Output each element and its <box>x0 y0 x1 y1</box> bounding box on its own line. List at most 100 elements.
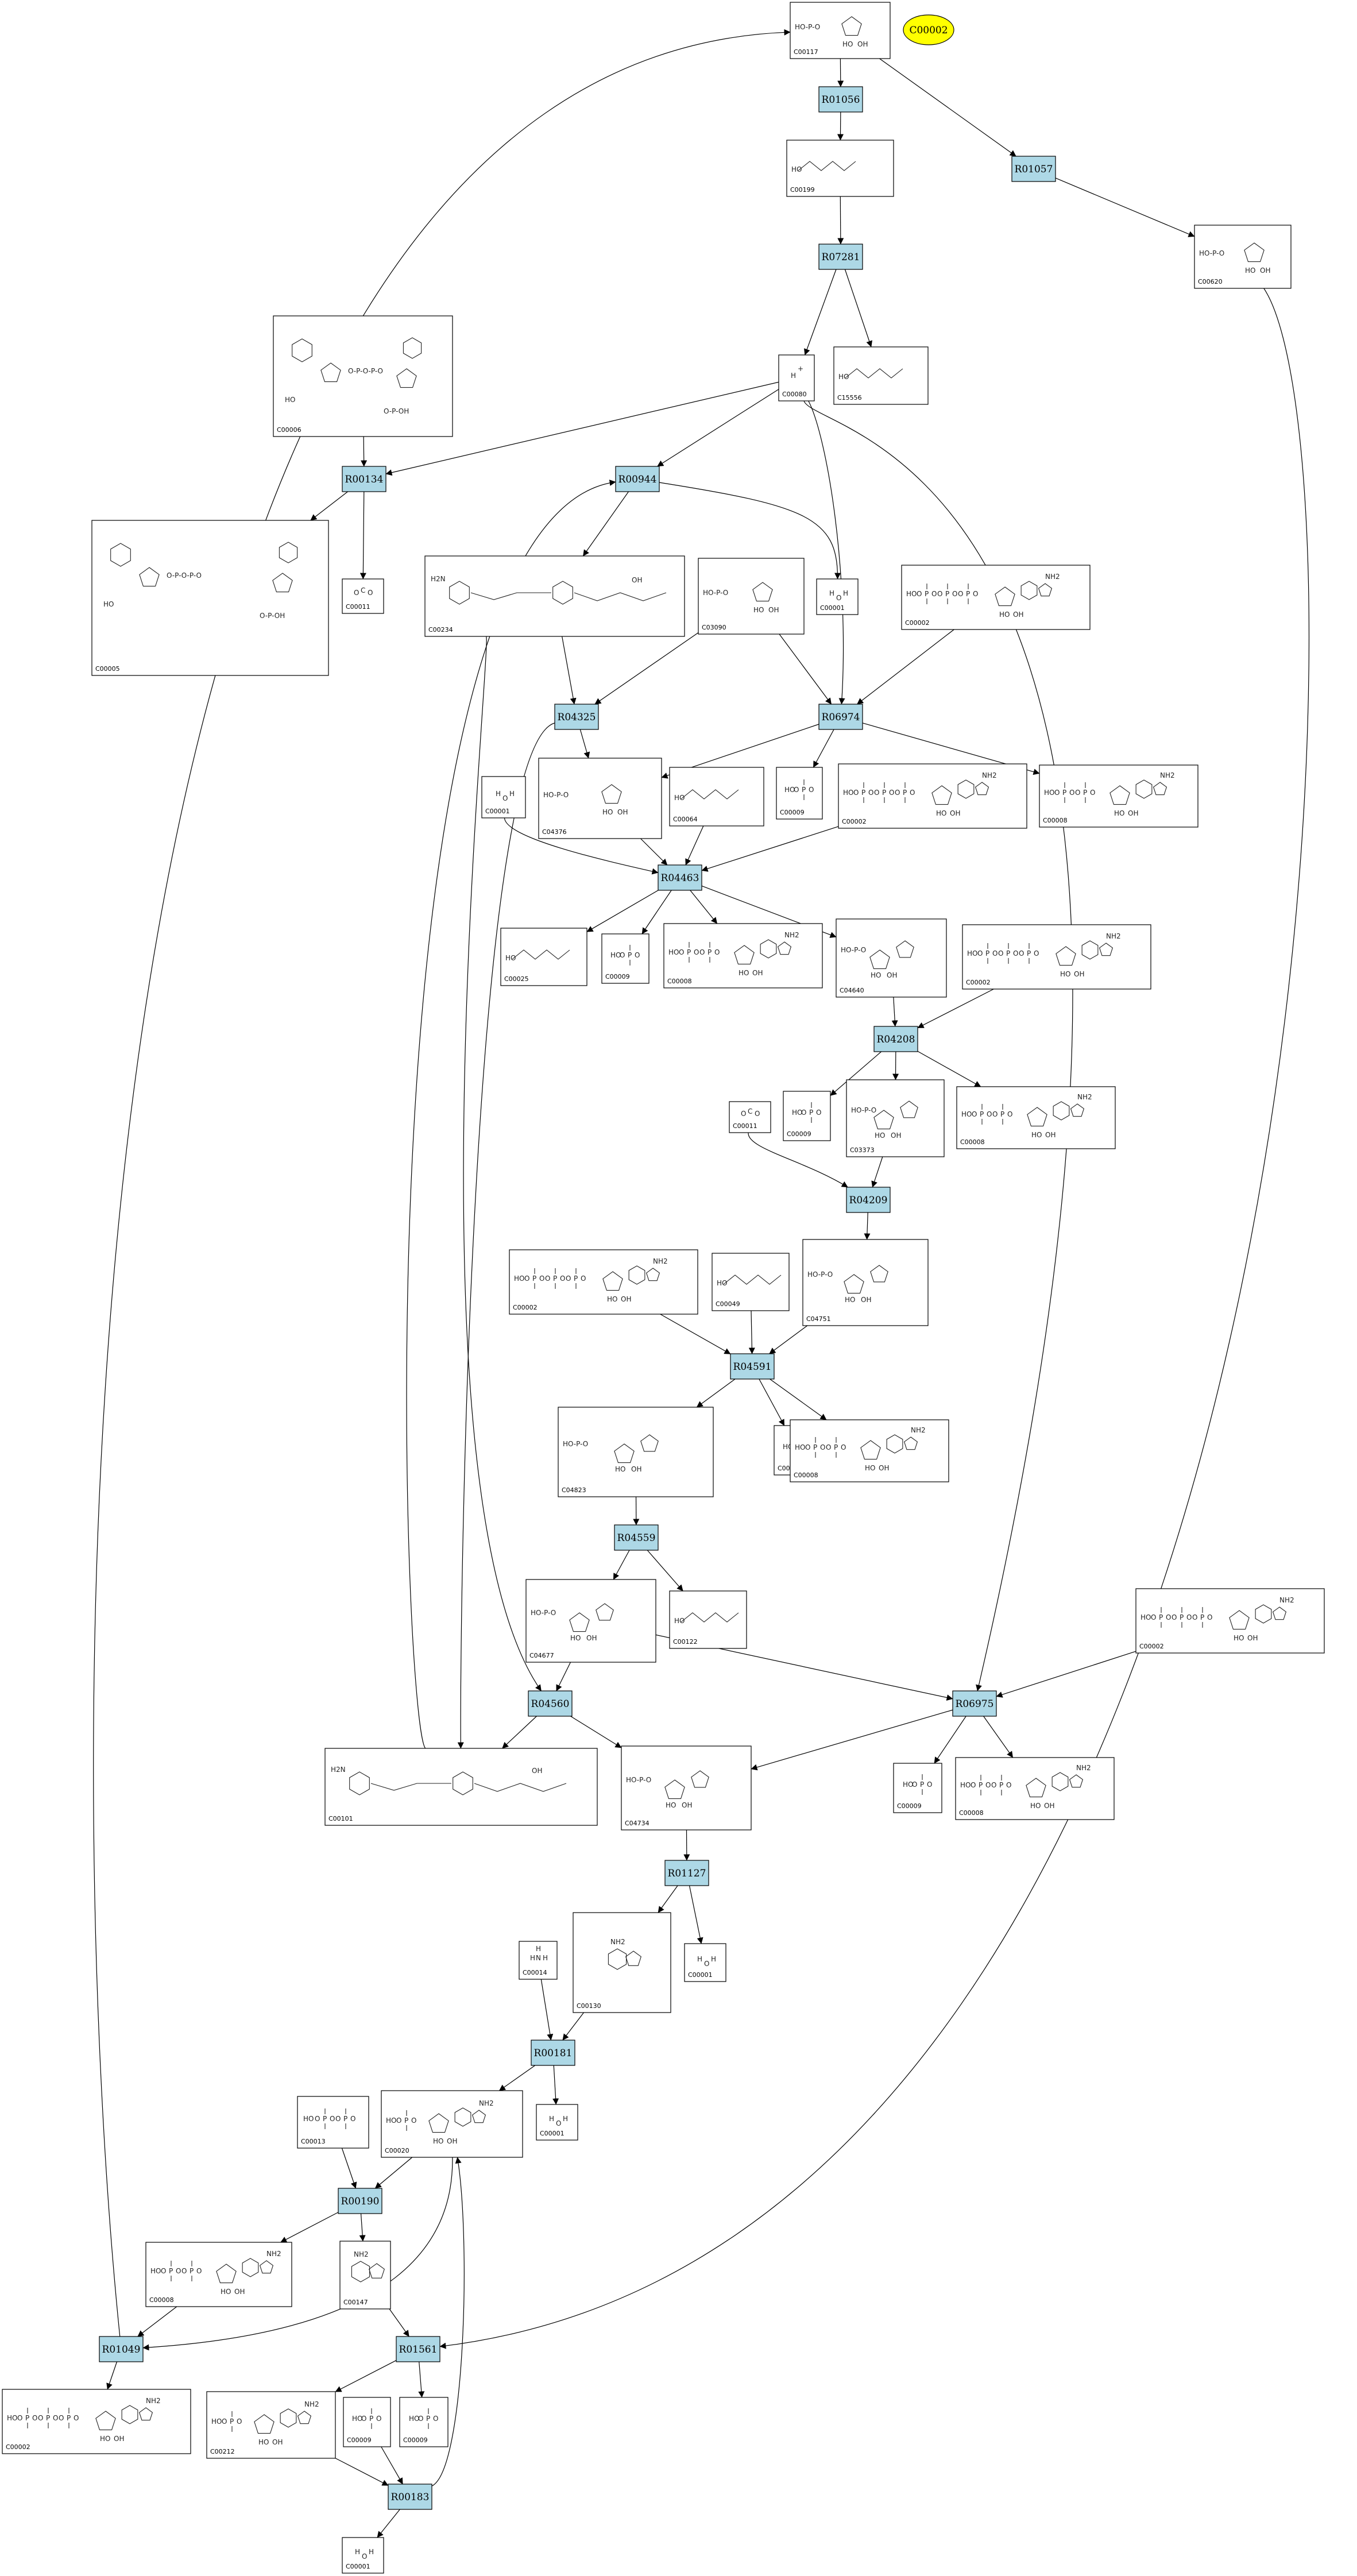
edge-R00134-to-C00011a <box>359 491 366 580</box>
structure-atom: O <box>931 590 937 598</box>
structure-ring <box>903 1436 918 1450</box>
compound-box <box>778 354 815 401</box>
reaction-R01127[interactable]: R01127 <box>664 1860 709 1886</box>
structure-atom: HO <box>792 1109 802 1117</box>
reaction-R01056[interactable]: R01056 <box>818 86 863 113</box>
edge-C00002a-to-R06974 <box>857 629 954 705</box>
structure-atom: O <box>973 590 978 598</box>
reaction-R00181[interactable]: R00181 <box>531 2040 575 2066</box>
reaction-R00134[interactable]: R00134 <box>342 466 386 492</box>
reaction-R00190[interactable]: R00190 <box>338 2188 382 2214</box>
edge-C00009g-to-R00183 <box>381 2446 403 2485</box>
edge-C00002c-to-R04208 <box>917 988 994 1029</box>
compound-box <box>776 767 823 820</box>
reaction-R01049[interactable]: R01049 <box>99 2336 144 2362</box>
structure-chain <box>370 1783 451 1791</box>
structure-atom: P <box>1200 1613 1204 1621</box>
structure-atom: HO <box>843 789 853 797</box>
structure-atom: HO <box>570 1634 581 1642</box>
reaction-R07281[interactable]: R07281 <box>818 244 863 270</box>
reaction-R00944[interactable]: R00944 <box>615 466 660 492</box>
reaction-box <box>658 864 702 891</box>
structure-atom: HO <box>352 2415 362 2423</box>
highlight-node[interactable]: C00002 <box>903 14 954 45</box>
reaction-R01561[interactable]: R01561 <box>396 2336 440 2362</box>
structure-atom: O <box>991 1781 996 1789</box>
reaction-R06974[interactable]: R06974 <box>818 704 863 730</box>
reaction-R04209[interactable]: R04209 <box>846 1187 891 1213</box>
structure-atom: O <box>1207 1613 1212 1621</box>
reaction-R04560[interactable]: R04560 <box>528 1690 573 1717</box>
compound-box <box>573 1912 671 2013</box>
reaction-R01057[interactable]: R01057 <box>1011 156 1056 182</box>
structure-atom: NH2 <box>784 931 799 939</box>
reaction-R06975[interactable]: R06975 <box>952 1690 997 1717</box>
reaction-R04591[interactable]: R04591 <box>730 1353 775 1380</box>
compound-box <box>538 758 662 839</box>
reaction-R04463[interactable]: R04463 <box>658 864 702 891</box>
structure-ring <box>454 2107 471 2127</box>
reaction-label: R00190 <box>341 2196 380 2207</box>
reaction-R04325[interactable]: R04325 <box>554 704 599 730</box>
highlight-ellipse <box>903 14 954 45</box>
reaction-R04208[interactable]: R04208 <box>873 1026 918 1052</box>
reaction-label: R04209 <box>849 1195 888 1206</box>
structure-atom: P <box>404 2117 408 2125</box>
compound-C00080[interactable]: H+C00080 <box>778 354 815 401</box>
edge-C00001b-to-R04463 <box>504 817 659 875</box>
reaction-R00183[interactable]: R00183 <box>388 2484 432 2510</box>
reaction-R04559[interactable]: R04559 <box>614 1524 659 1551</box>
